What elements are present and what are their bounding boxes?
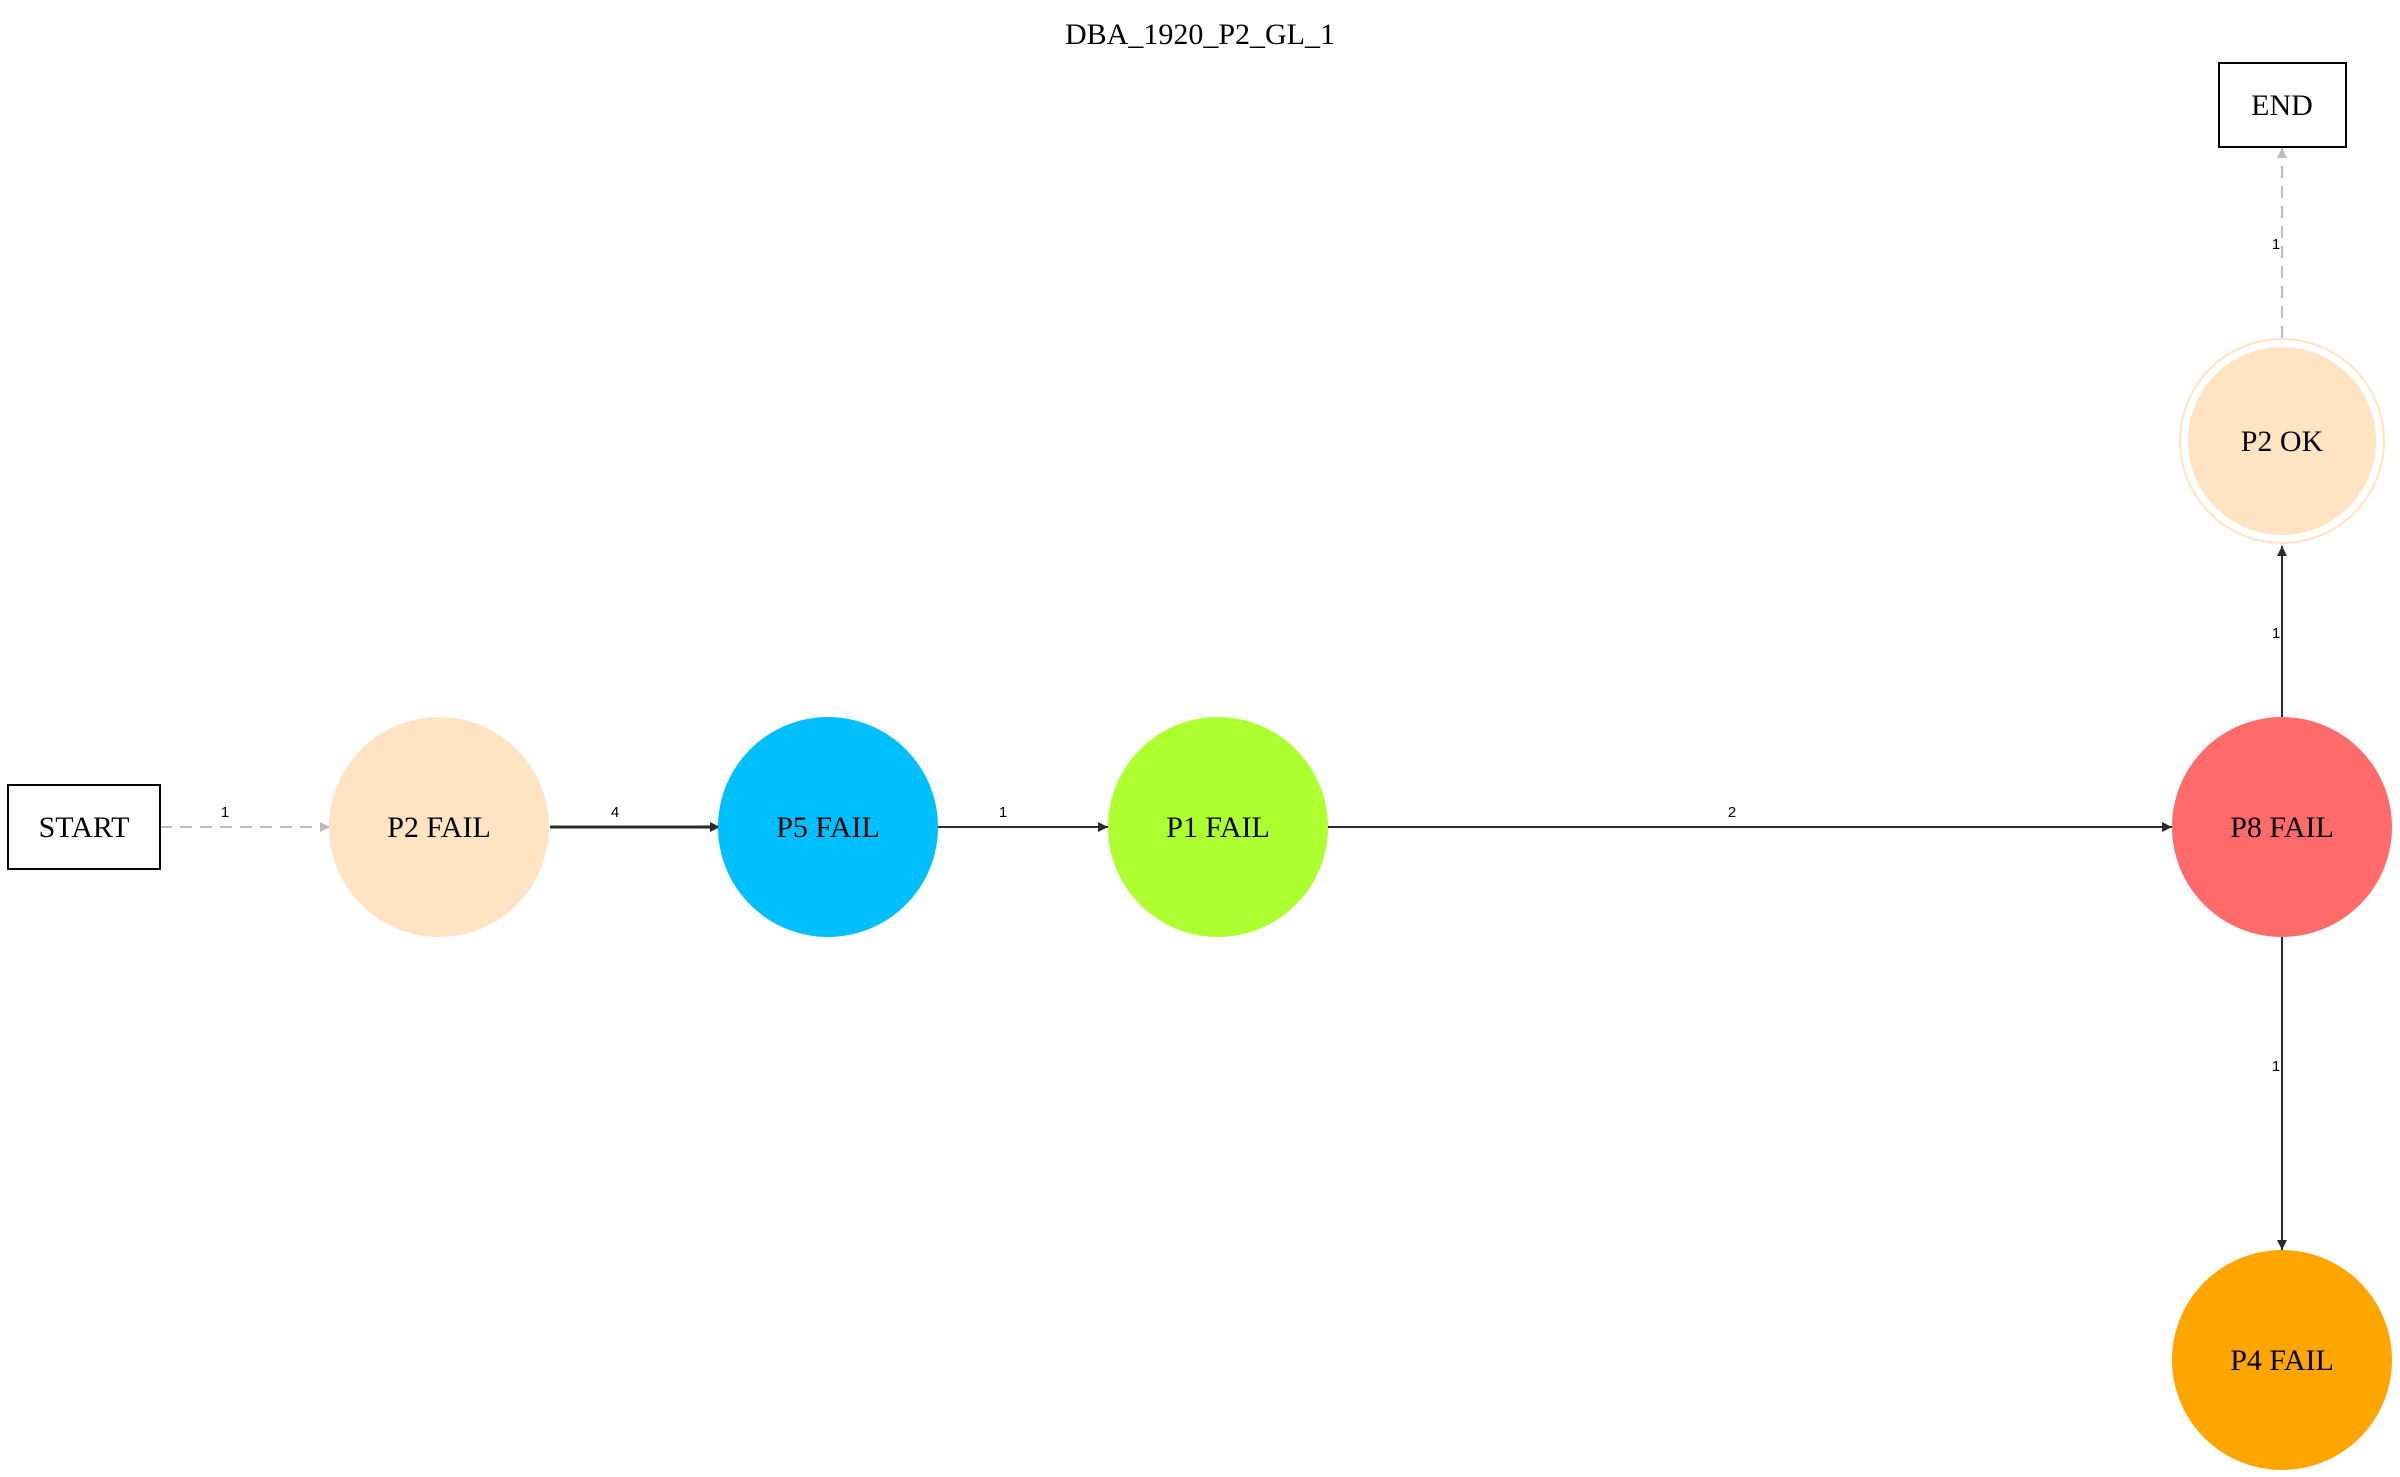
node-label: P1 FAIL <box>1166 811 1270 844</box>
edge-p1-fail-to-p8-fail: 2 <box>1328 804 2172 832</box>
edge-p8-fail-to-p4-fail: 1 <box>2272 937 2287 1250</box>
node-label: END <box>2251 89 2313 122</box>
edge-label: 1 <box>2272 236 2280 253</box>
edge-start-to-p2-fail: 1 <box>160 804 330 832</box>
node-p2-fail: P2 FAIL <box>329 717 549 937</box>
edge-p2-ok-to-end: 1 <box>2272 148 2287 338</box>
edge-label: 4 <box>611 804 619 821</box>
edge-p8-fail-to-p2-ok: 1 <box>2272 546 2287 717</box>
edge-label: 1 <box>2272 1058 2280 1075</box>
node-p1-fail: P1 FAIL <box>1108 717 1328 937</box>
node-label: P8 FAIL <box>2230 811 2334 844</box>
node-label: P2 FAIL <box>387 811 491 844</box>
edge-label: 2 <box>1728 804 1736 821</box>
edge-label: 1 <box>2272 625 2280 642</box>
node-p2-ok: P2 OK <box>2179 338 2385 544</box>
edge-p5-fail-to-p1-fail: 1 <box>938 804 1108 832</box>
node-label: START <box>39 811 130 844</box>
node-p8-fail: P8 FAIL <box>2172 717 2392 937</box>
node-end: END <box>2218 62 2347 148</box>
diagram-title: DBA_1920_P2_GL_1 <box>1065 18 1335 51</box>
node-label: P2 OK <box>2241 425 2324 458</box>
edge-p2-fail-to-p5-fail: 4 <box>550 804 720 832</box>
node-label: P4 FAIL <box>2230 1344 2334 1377</box>
edge-label: 1 <box>999 804 1007 821</box>
node-p5-fail: P5 FAIL <box>718 717 938 937</box>
node-label: P5 FAIL <box>776 811 880 844</box>
edge-label: 1 <box>221 804 229 821</box>
node-p4-fail: P4 FAIL <box>2172 1250 2392 1470</box>
node-start: START <box>7 784 161 870</box>
